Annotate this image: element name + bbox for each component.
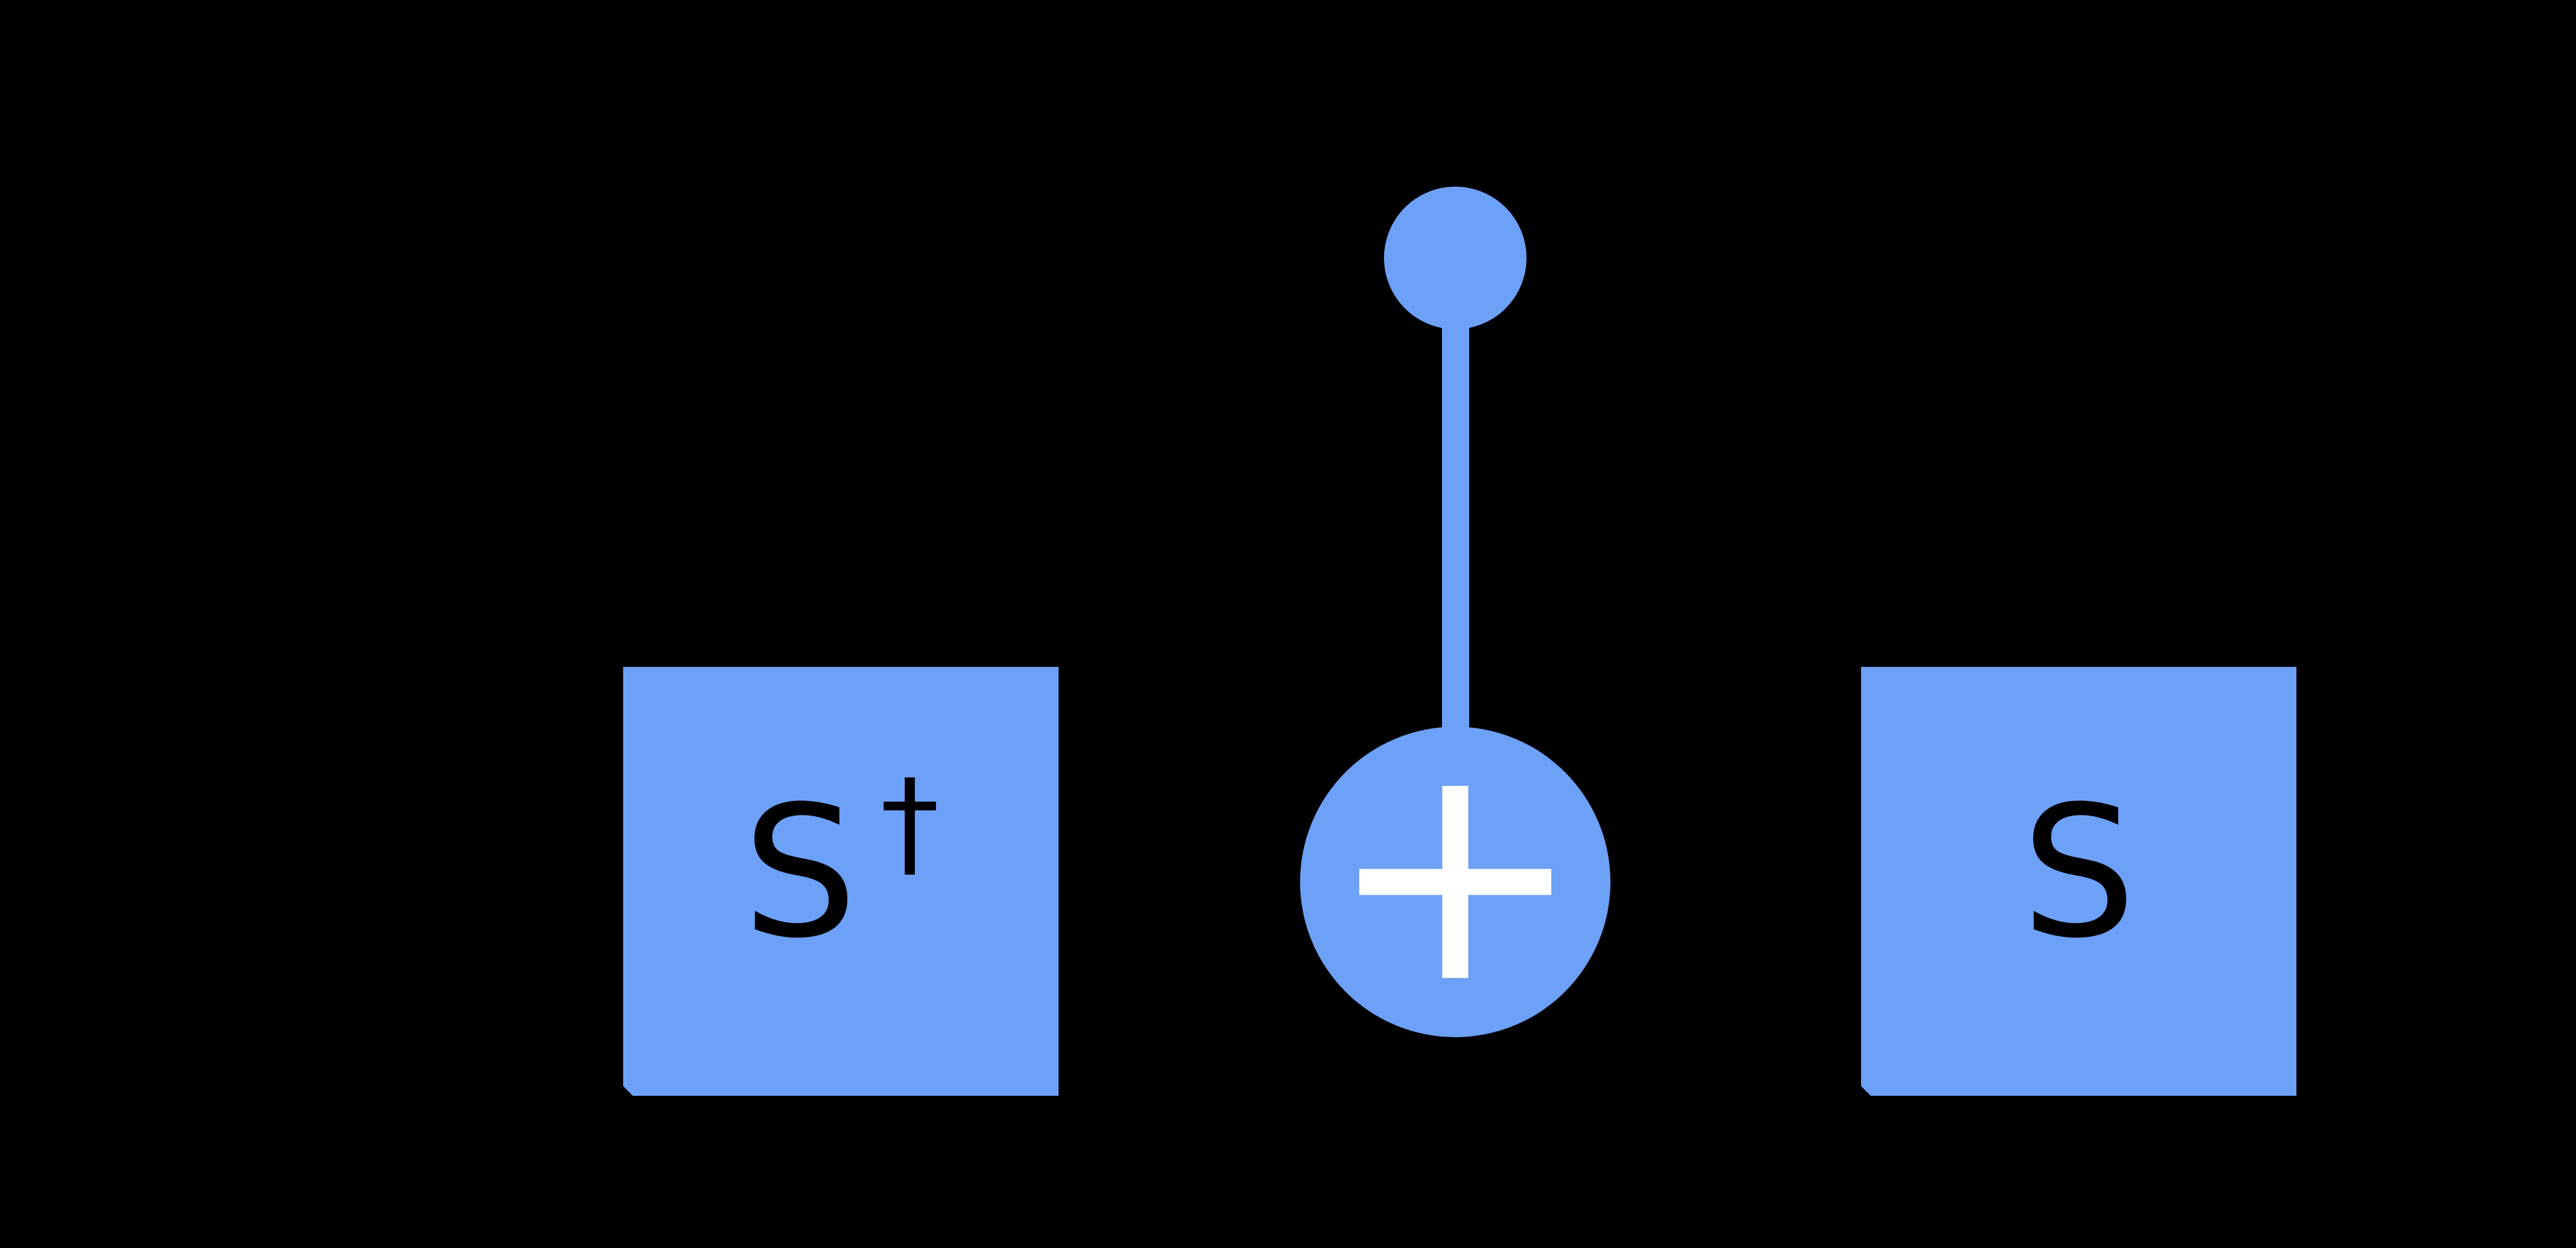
- gate-s-box: S: [1861, 667, 2296, 1096]
- gate-s-dagger-dagger-superscript: †: [880, 753, 940, 891]
- gate-s-base-text: S: [2021, 767, 2136, 978]
- plus-icon-vertical-bar: [1442, 786, 1469, 978]
- cnot-control-dot-icon: [1384, 187, 1527, 329]
- gate-s-dagger-box: S†: [623, 667, 1059, 1096]
- gate-s-dagger-base-text: S: [742, 767, 857, 978]
- gate-s-dagger-label: S†: [623, 658, 1059, 1087]
- gate-s-label: S: [1861, 658, 2296, 1087]
- cnot-target-circle-plus-icon: [1300, 727, 1610, 1037]
